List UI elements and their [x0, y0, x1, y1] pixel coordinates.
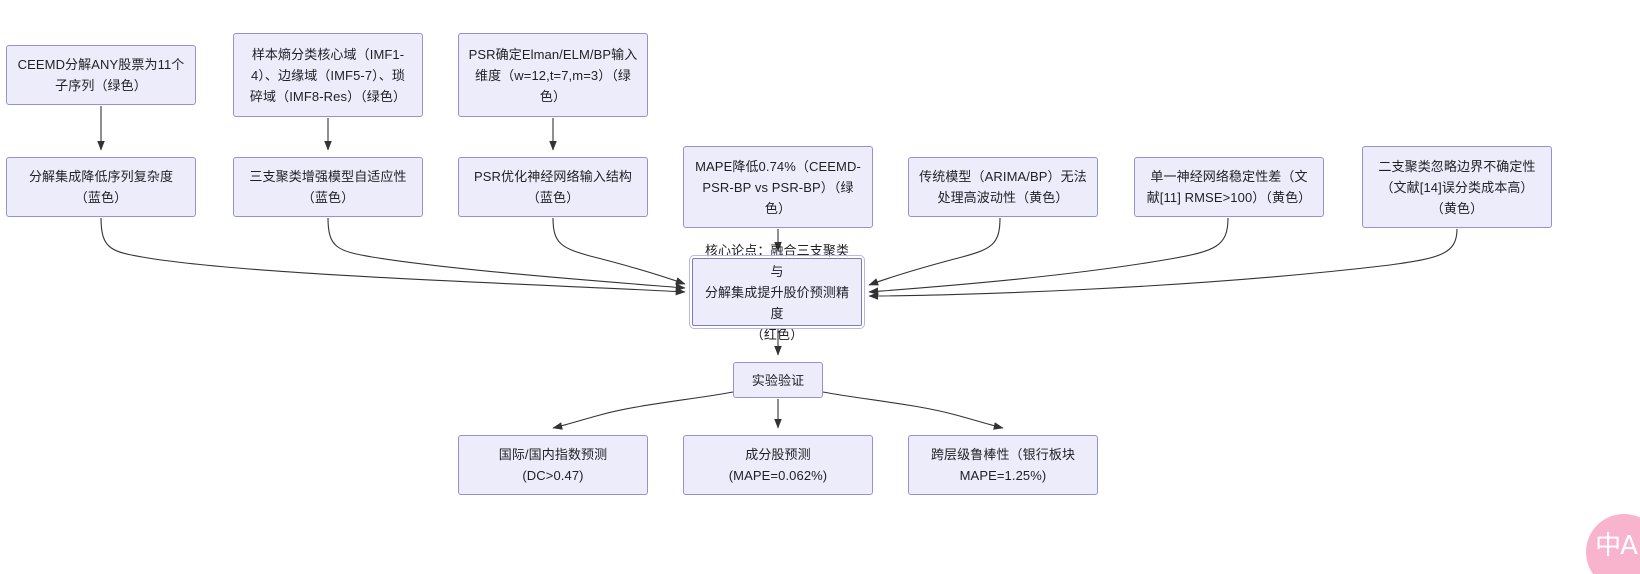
watermark-badge: 中A	[1586, 514, 1640, 574]
node-label: 样本熵分类核心域（IMF1- 4）、边缘域（IMF5-7）、琐 碎域（IMF8-…	[249, 46, 407, 104]
node-label: MAPE降低0.74%（CEEMD- PSR-BP vs PSR-BP）（绿 色…	[695, 158, 861, 216]
node-n_component[interactable]: 成分股预测 (MAPE=0.062%)	[683, 435, 873, 495]
edge-n_experiment-to-n_index	[552, 391, 734, 430]
node-n_traditional[interactable]: 传统模型（ARIMA/BP）无法 处理高波动性（黄色）	[908, 157, 1098, 217]
edge-n_single_nn-to-core	[868, 217, 1229, 296]
node-label: 成分股预测 (MAPE=0.062%)	[728, 447, 828, 483]
node-label: PSR优化神经网络输入结构 （蓝色）	[473, 169, 633, 205]
node-n_index[interactable]: 国际/国内指数预测 (DC>0.47)	[458, 435, 648, 495]
node-label: 分解集成降低序列复杂度 （蓝色）	[28, 169, 174, 205]
edge-n_psr_opt-to-core	[552, 217, 686, 285]
node-label: 三支聚类增强模型自适应性 （蓝色）	[249, 169, 407, 205]
node-label: 传统模型（ARIMA/BP）无法 处理高波动性（黄色）	[919, 169, 1087, 205]
edge-n_traditional-to-core	[868, 217, 1001, 286]
node-label: 国际/国内指数预测 (DC>0.47)	[498, 447, 608, 483]
node-n_mape[interactable]: MAPE降低0.74%（CEEMD- PSR-BP vs PSR-BP）（绿 色…	[683, 146, 873, 228]
node-label: 核心论点：融合三支聚类与 分解集成提升股价预测精度 （红色）	[704, 242, 850, 342]
node-n_psr_opt[interactable]: PSR优化神经网络输入结构 （蓝色）	[458, 157, 648, 217]
node-n_robust[interactable]: 跨层级鲁棒性（银行板块 MAPE=1.25%)	[908, 435, 1098, 495]
node-label: 二支聚类忽略边界不确定性 （文献[14]误分类成本高） （黄色）	[1378, 158, 1536, 216]
node-n_decomp[interactable]: 分解集成降低序列复杂度 （蓝色）	[6, 157, 196, 217]
node-n_ceemd[interactable]: CEEMD分解ANY股票为11个 子序列（绿色）	[6, 45, 196, 105]
edge-n_twoway-to-core	[868, 228, 1458, 300]
node-label: 跨层级鲁棒性（银行板块 MAPE=1.25%)	[930, 447, 1076, 483]
node-n_twoway[interactable]: 二支聚类忽略边界不确定性 （文献[14]误分类成本高） （黄色）	[1362, 146, 1552, 228]
watermark-text: 中A	[1595, 531, 1638, 561]
node-n_sampen[interactable]: 样本熵分类核心域（IMF1- 4）、边缘域（IMF5-7）、琐 碎域（IMF8-…	[233, 33, 423, 117]
node-core[interactable]: 核心论点：融合三支聚类与 分解集成提升股价预测精度 （红色）	[689, 243, 865, 342]
edge-n_threeway-to-core	[327, 217, 686, 292]
node-n_single_nn[interactable]: 单一神经网络稳定性差（文 献[11] RMSE>100）（黄色）	[1134, 157, 1324, 217]
node-label: 实验验证	[751, 372, 805, 388]
node-n_threeway[interactable]: 三支聚类增强模型自适应性 （蓝色）	[233, 157, 423, 217]
node-label: CEEMD分解ANY股票为11个 子序列（绿色）	[17, 57, 185, 93]
node-label: PSR确定Elman/ELM/BP输入 维度（w=12,t=7,m=3）（绿 色…	[468, 46, 638, 104]
edge-n_decomp-to-core	[100, 217, 686, 296]
edge-n_experiment-to-n_robust	[822, 391, 1004, 430]
node-label: 单一神经网络稳定性差（文 献[11] RMSE>100）（黄色）	[1146, 169, 1312, 205]
node-n_experiment[interactable]: 实验验证	[733, 362, 823, 398]
node-n_psr_dim[interactable]: PSR确定Elman/ELM/BP输入 维度（w=12,t=7,m=3）（绿 色…	[458, 33, 648, 117]
